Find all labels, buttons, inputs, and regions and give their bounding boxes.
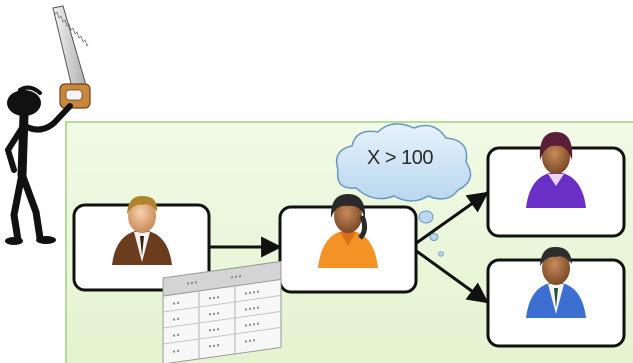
person-purple-shirt-icon <box>526 132 586 208</box>
arrow-router-to-bottom <box>414 248 489 304</box>
stick-figure-icon <box>4 85 73 245</box>
thought-cloud-icon <box>335 123 472 257</box>
hand-saw-icon <box>52 5 91 109</box>
person-orange-shirt-icon <box>318 194 378 268</box>
arrow-router-to-top <box>414 191 489 246</box>
person-blue-suit-icon <box>526 246 586 318</box>
thought-condition-label: X > 100 <box>366 147 434 169</box>
person-brown-suit-icon <box>112 195 172 265</box>
data-table-icon <box>162 260 282 363</box>
